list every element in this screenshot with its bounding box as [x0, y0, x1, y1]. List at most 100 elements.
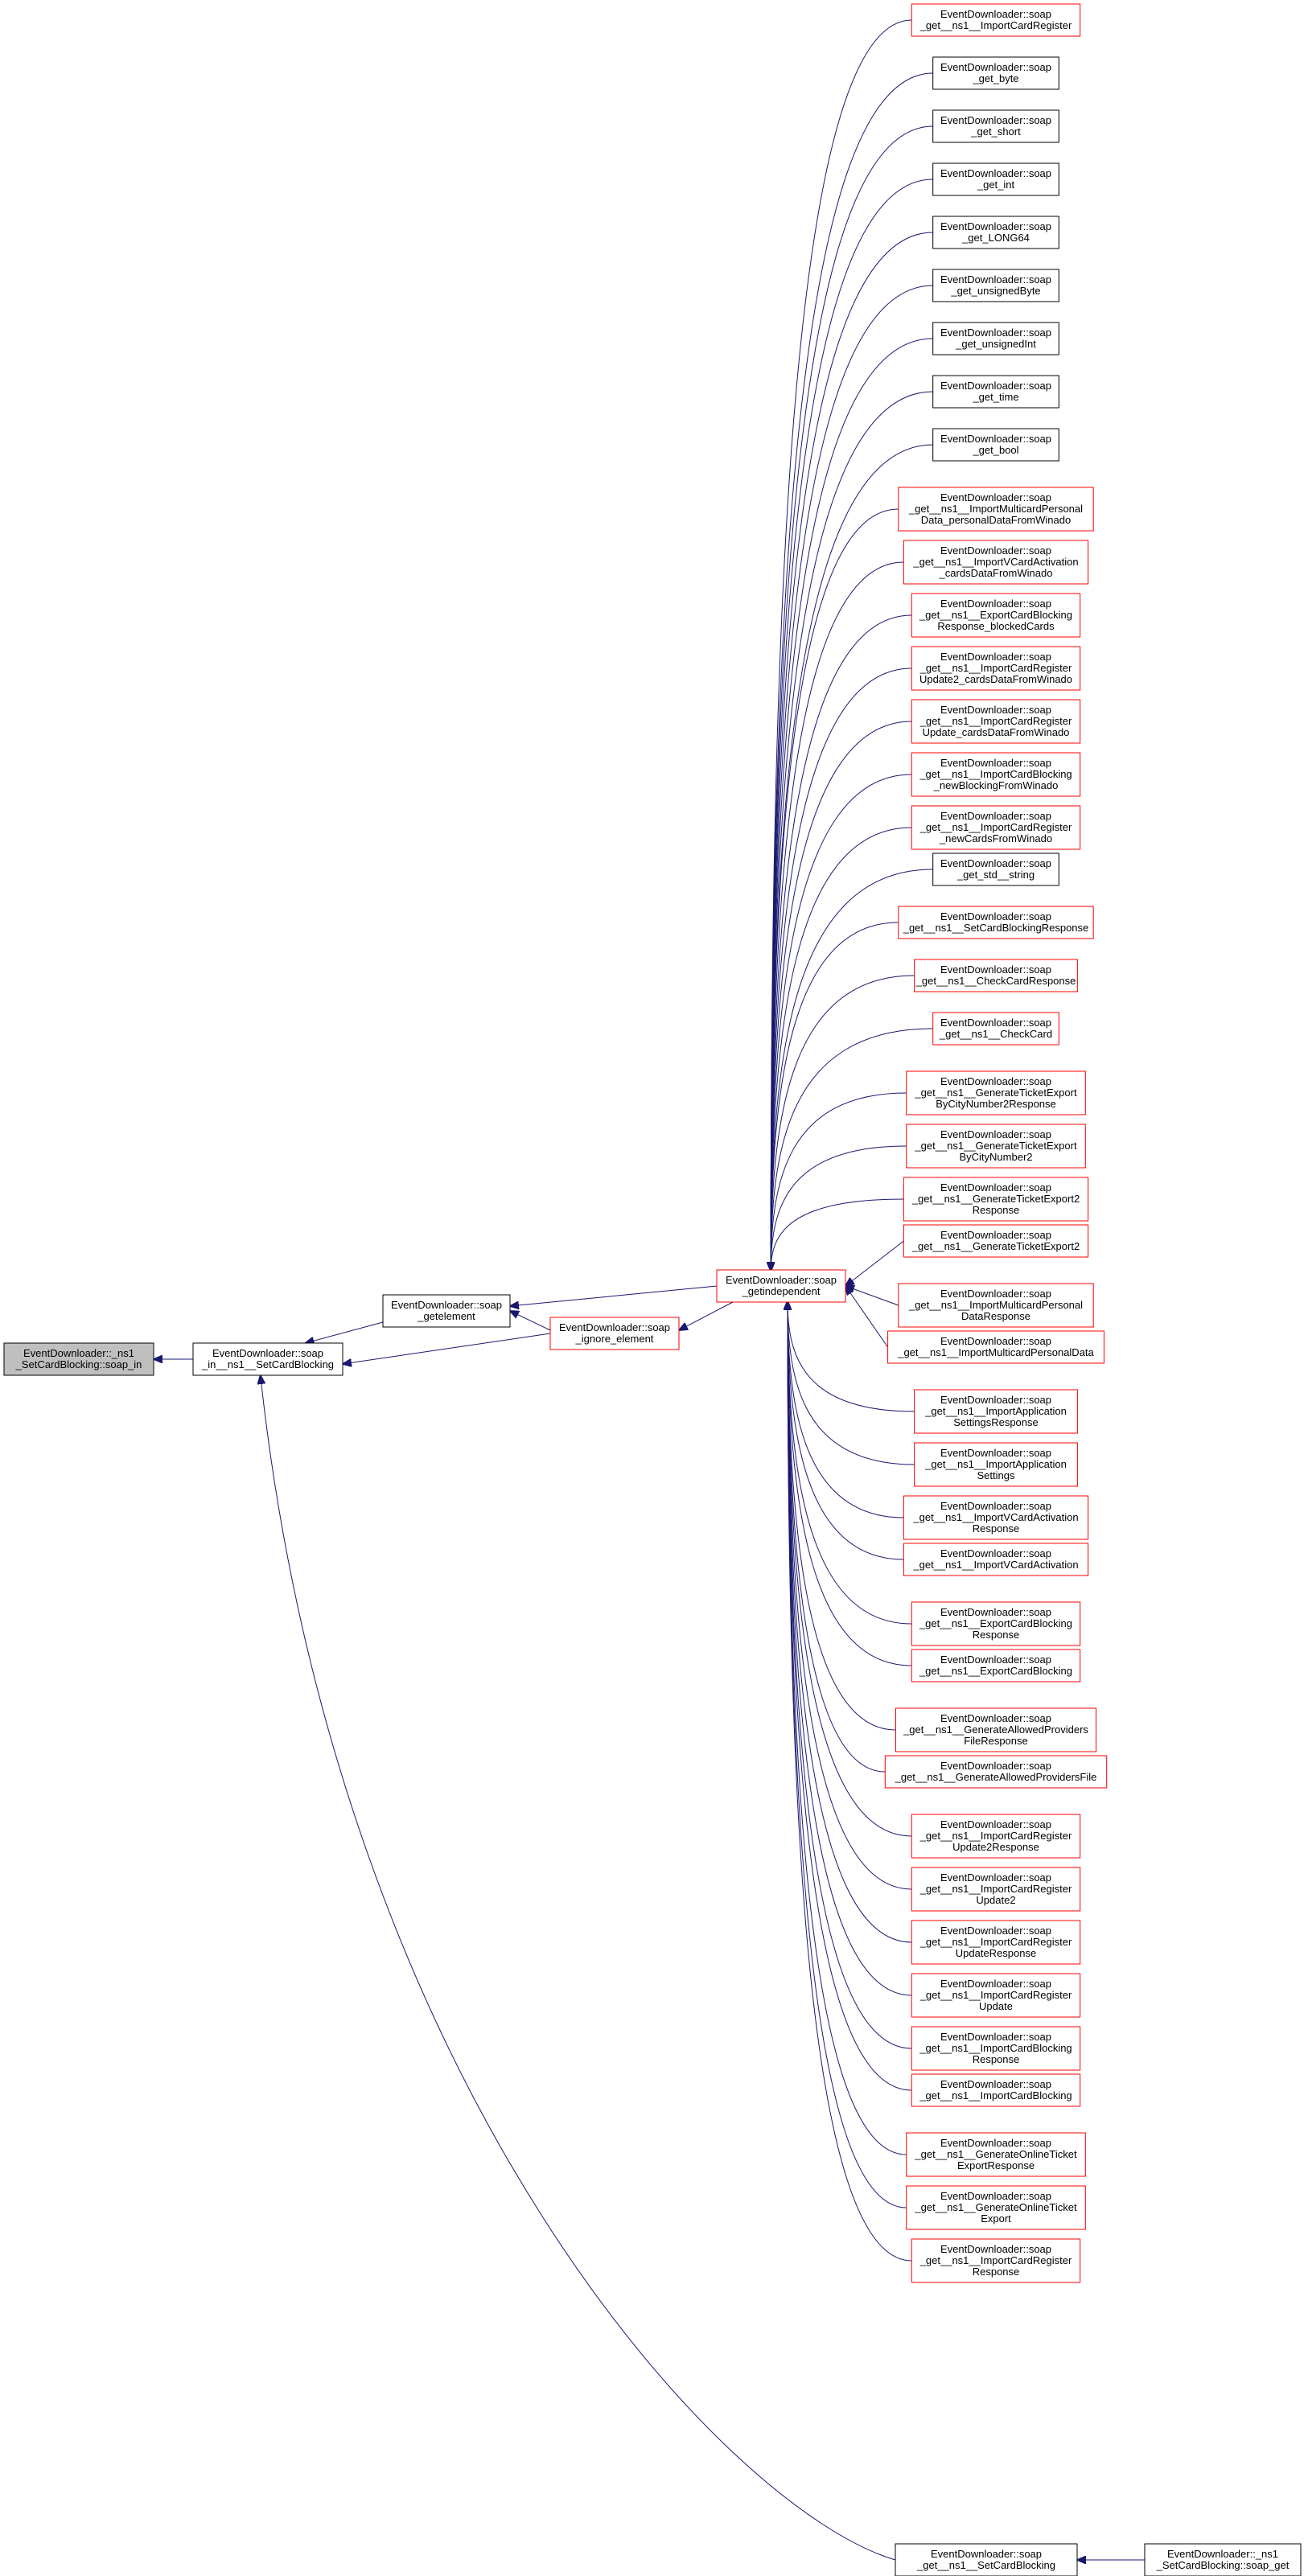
node-callee-5[interactable]: EventDownloader::soap_get_unsignedByte	[932, 269, 1059, 302]
node-getindependent-label-line: _getindependent	[742, 1285, 821, 1297]
node-callee-42-label-line: EventDownloader::soap	[940, 2243, 1051, 2255]
node-root-label-line: EventDownloader::_ns1	[23, 1347, 134, 1359]
node-callee-31-label-line: _get__ns1__ExportCardBlocking	[919, 1665, 1072, 1677]
node-callee-42[interactable]: EventDownloader::soap_get__ns1__ImportCa…	[911, 2238, 1081, 2283]
node-callee-25[interactable]: EventDownloader::soap_get__ns1__ImportMu…	[887, 1330, 1104, 1364]
edge-ignore-element-to-in-setcardblocking	[343, 1333, 551, 1364]
edge-callee-5-to-getindependent	[771, 285, 933, 1271]
node-callee-35[interactable]: EventDownloader::soap_get__ns1__ImportCa…	[911, 1867, 1081, 1912]
node-callee-9-box	[898, 487, 1094, 532]
node-callee-19[interactable]: EventDownloader::soap_get__ns1__CheckCar…	[932, 1012, 1059, 1046]
node-callee-29[interactable]: EventDownloader::soap_get__ns1__ImportVC…	[903, 1543, 1089, 1576]
node-callee-7-label-line: _get_time	[972, 391, 1018, 403]
node-in-setcardblocking-label-line: _in__ns1__SetCardBlocking	[201, 1358, 334, 1370]
node-callee-20[interactable]: EventDownloader::soap_get__ns1__Generate…	[906, 1070, 1086, 1115]
node-callee-8-box	[932, 428, 1059, 462]
node-callee-35-box	[911, 1867, 1081, 1912]
node-callee-24[interactable]: EventDownloader::soap_get__ns1__ImportMu…	[898, 1283, 1094, 1328]
node-callee-13[interactable]: EventDownloader::soap_get__ns1__ImportCa…	[911, 699, 1081, 744]
node-callee-32[interactable]: EventDownloader::soap_get__ns1__Generate…	[895, 1707, 1096, 1752]
node-callee-41[interactable]: EventDownloader::soap_get__ns1__Generate…	[906, 2185, 1086, 2230]
node-getelement[interactable]: EventDownloader::soap_getelement	[382, 1294, 511, 1328]
node-get-setcardblocking[interactable]: EventDownloader::soap_get__ns1__SetCardB…	[895, 2543, 1078, 2576]
node-callee-40[interactable]: EventDownloader::soap_get__ns1__Generate…	[906, 2132, 1086, 2177]
node-callee-17[interactable]: EventDownloader::soap_get__ns1__SetCardB…	[898, 906, 1094, 939]
node-callee-32-label-line: FileResponse	[964, 1735, 1028, 1747]
node-callee-19-box	[932, 1012, 1059, 1046]
node-callee-36[interactable]: EventDownloader::soap_get__ns1__ImportCa…	[911, 1920, 1081, 1965]
edge-callee-29-to-getindependent	[788, 1301, 904, 1560]
node-callee-7[interactable]: EventDownloader::soap_get_time	[932, 375, 1059, 409]
node-callee-31-label-line: EventDownloader::soap	[940, 1654, 1051, 1666]
node-callee-2-label-line: EventDownloader::soap	[940, 114, 1051, 126]
node-callee-19-label-line: _get__ns1__CheckCard	[939, 1028, 1052, 1040]
edge-callee-26-to-getindependent	[788, 1301, 915, 1412]
node-callee-11-box	[911, 593, 1081, 638]
node-callee-32-label-line: EventDownloader::soap	[940, 1712, 1051, 1724]
node-callee-5-label-line: _get_unsignedByte	[950, 285, 1040, 297]
node-callee-4-label-line: EventDownloader::soap	[940, 220, 1051, 232]
node-callee-15-label-line: _newCardsFromWinado	[939, 832, 1052, 844]
node-callee-33-label-line: _get__ns1__GenerateAllowedProvidersFile	[895, 1771, 1097, 1783]
node-callee-38[interactable]: EventDownloader::soap_get__ns1__ImportCa…	[911, 2026, 1081, 2071]
node-callee-22[interactable]: EventDownloader::soap_get__ns1__Generate…	[903, 1177, 1089, 1222]
node-callee-3[interactable]: EventDownloader::soap_get_int	[932, 162, 1059, 196]
node-callee-31[interactable]: EventDownloader::soap_get__ns1__ExportCa…	[911, 1649, 1081, 1682]
node-getindependent[interactable]: EventDownloader::soap_getindependent	[716, 1269, 846, 1303]
node-callee-16[interactable]: EventDownloader::soap_get_std__string	[932, 853, 1059, 886]
node-callee-10-label-line: _cardsDataFromWinado	[939, 567, 1053, 579]
node-callee-14-label-line: _get__ns1__ImportCardBlocking	[919, 768, 1072, 780]
node-callee-26[interactable]: EventDownloader::soap_get__ns1__ImportAp…	[914, 1389, 1078, 1434]
node-soap-get[interactable]: EventDownloader::_ns1_SetCardBlocking::s…	[1144, 2543, 1302, 2576]
node-callee-19-label-line: EventDownloader::soap	[940, 1017, 1051, 1029]
node-callee-12[interactable]: EventDownloader::soap_get__ns1__ImportCa…	[911, 646, 1081, 691]
node-callee-28[interactable]: EventDownloader::soap_get__ns1__ImportVC…	[903, 1495, 1089, 1540]
node-callee-39[interactable]: EventDownloader::soap_get__ns1__ImportCa…	[911, 2073, 1081, 2107]
node-callee-34-label-line: _get__ns1__ImportCardRegister	[919, 1830, 1072, 1842]
node-callee-20-label-line: EventDownloader::soap	[940, 1075, 1051, 1087]
node-callee-21[interactable]: EventDownloader::soap_get__ns1__Generate…	[906, 1124, 1086, 1169]
node-callee-10[interactable]: EventDownloader::soap_get__ns1__ImportVC…	[903, 540, 1089, 585]
node-in-setcardblocking[interactable]: EventDownloader::soap_in__ns1__SetCardBl…	[192, 1342, 343, 1376]
node-callee-18[interactable]: EventDownloader::soap_get__ns1__CheckCar…	[914, 959, 1078, 992]
node-getelement-label-line: _getelement	[417, 1310, 475, 1322]
node-callee-18-label-line: EventDownloader::soap	[940, 963, 1051, 976]
node-callee-22-box	[903, 1177, 1089, 1222]
node-callee-0[interactable]: EventDownloader::soap_get__ns1__ImportCa…	[911, 3, 1081, 37]
node-callee-11[interactable]: EventDownloader::soap_get__ns1__ExportCa…	[911, 593, 1081, 638]
node-callee-34[interactable]: EventDownloader::soap_get__ns1__ImportCa…	[911, 1814, 1081, 1859]
edge-callee-20-to-getindependent	[771, 1092, 907, 1271]
node-callee-26-label-line: _get__ns1__ImportApplication	[924, 1405, 1067, 1417]
node-callee-0-box	[911, 3, 1081, 37]
node-callee-1[interactable]: EventDownloader::soap_get_byte	[932, 56, 1059, 90]
node-callee-27[interactable]: EventDownloader::soap_get__ns1__ImportAp…	[914, 1442, 1078, 1487]
node-callee-24-label-line: DataResponse	[961, 1310, 1030, 1322]
node-ignore-element-box	[549, 1317, 680, 1350]
node-callee-9[interactable]: EventDownloader::soap_get__ns1__ImportMu…	[898, 487, 1094, 532]
node-callee-30[interactable]: EventDownloader::soap_get__ns1__ExportCa…	[911, 1601, 1081, 1646]
node-callee-3-box	[932, 162, 1059, 196]
node-callee-2[interactable]: EventDownloader::soap_get_short	[932, 109, 1059, 143]
node-callee-13-label-line: Update_cardsDataFromWinado	[923, 726, 1070, 738]
node-callee-38-label-line: EventDownloader::soap	[940, 2031, 1051, 2043]
node-callee-28-box	[903, 1495, 1089, 1540]
node-callee-4[interactable]: EventDownloader::soap_get_LONG64	[932, 216, 1059, 249]
node-soap-get-box	[1144, 2543, 1302, 2576]
edge-callee-37-to-getindependent	[788, 1301, 912, 1996]
node-callee-37[interactable]: EventDownloader::soap_get__ns1__ImportCa…	[911, 1973, 1081, 2018]
node-callee-37-box	[911, 1973, 1081, 2018]
node-callee-14[interactable]: EventDownloader::soap_get__ns1__ImportCa…	[911, 752, 1081, 797]
node-callee-8-label-line: _get_bool	[972, 444, 1018, 456]
node-callee-42-label-line: _get__ns1__ImportCardRegister	[919, 2254, 1072, 2266]
node-callee-36-label-line: UpdateResponse	[956, 1947, 1036, 1959]
node-callee-33[interactable]: EventDownloader::soap_get__ns1__Generate…	[884, 1755, 1108, 1789]
node-callee-6[interactable]: EventDownloader::soap_get_unsignedInt	[932, 322, 1059, 355]
node-root[interactable]: EventDownloader::_ns1_SetCardBlocking::s…	[3, 1342, 154, 1376]
node-callee-8-label-line: EventDownloader::soap	[940, 433, 1051, 445]
node-callee-29-label-line: EventDownloader::soap	[940, 1547, 1051, 1559]
node-callee-8[interactable]: EventDownloader::soap_get_bool	[932, 428, 1059, 462]
node-callee-15[interactable]: EventDownloader::soap_get__ns1__ImportCa…	[911, 805, 1081, 850]
edge-callee-35-to-getindependent	[788, 1301, 912, 1890]
node-ignore-element[interactable]: EventDownloader::soap_ignore_element	[549, 1317, 680, 1350]
node-callee-23[interactable]: EventDownloader::soap_get__ns1__Generate…	[903, 1224, 1089, 1258]
